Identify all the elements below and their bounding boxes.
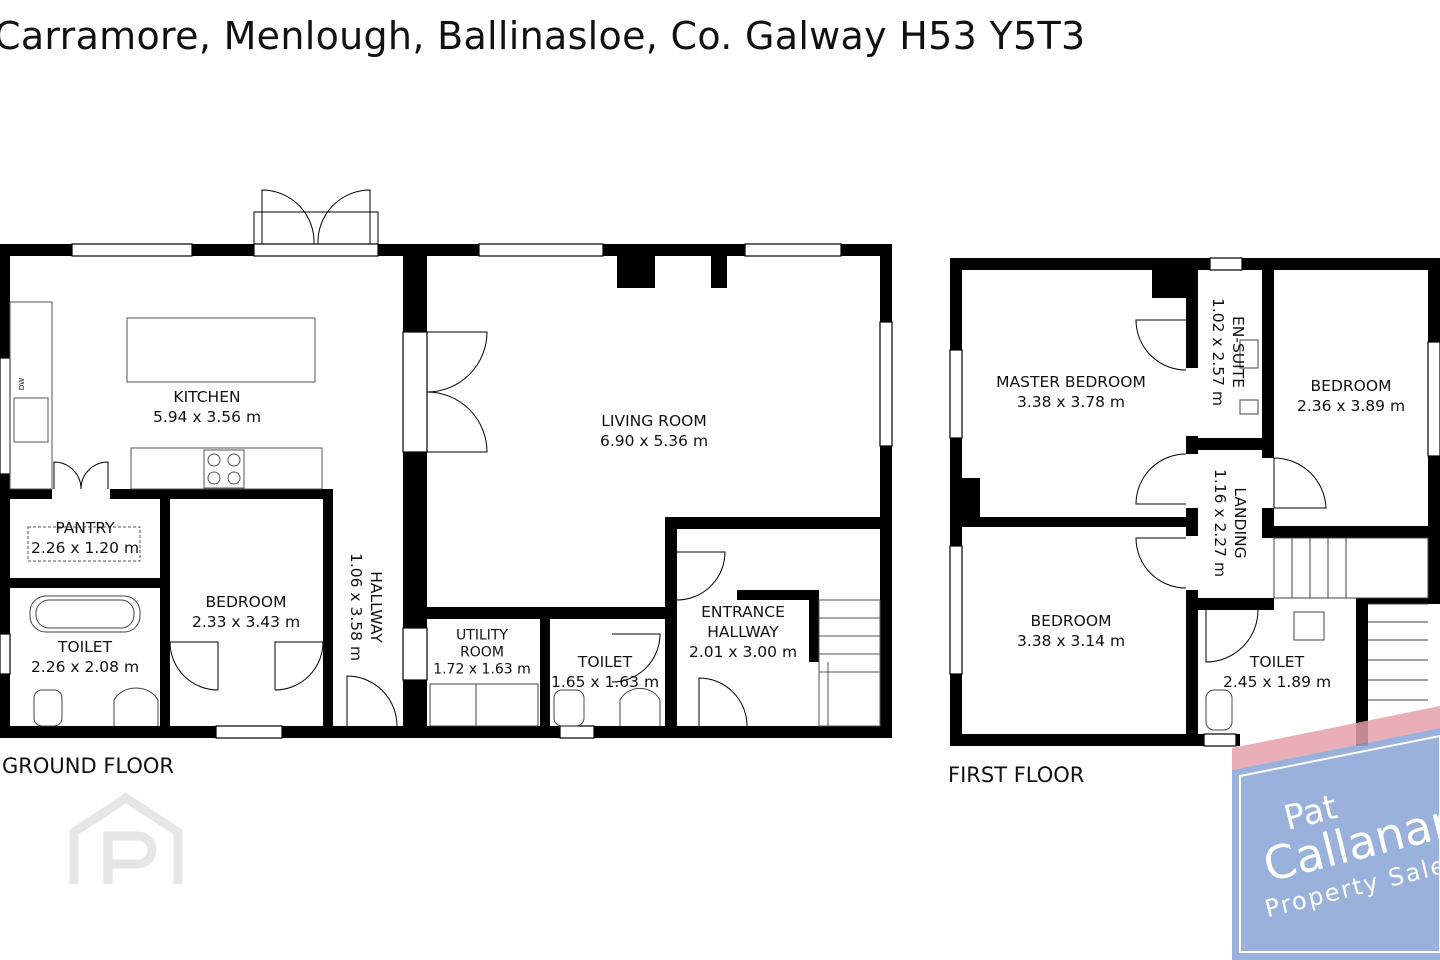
room-name: BEDROOM [1030,612,1112,630]
room-name: UTILITY [456,627,508,644]
room-size: 1.72 x 1.63 m [433,661,531,678]
room-name: BEDROOM [205,593,287,611]
room-size: 6.90 x 5.36 m [599,432,709,450]
kitchen-fixtures [9,301,323,562]
room-size: 2.26 x 1.20 m [30,539,140,557]
room-utility: UTILITY ROOM 1.72 x 1.63 m [433,628,531,679]
room-living: LIVING ROOM 6.90 x 5.36 m [600,411,708,451]
room-hallway: HALLWAY 1.06 x 3.58 m [346,553,386,661]
agency-watermark [1232,706,1440,960]
room-size: 2.33 x 3.43 m [191,613,301,631]
room-name: PANTRY [55,519,115,537]
room-size: 2.36 x 3.89 m [1296,397,1406,415]
ground-floor-walls [0,244,892,738]
room-kitchen: KITCHEN 5.94 x 3.56 m [153,387,261,427]
room-name: BEDROOM [1310,377,1392,395]
patio-doors [253,189,379,245]
dishwasher-label: DW [18,377,27,391]
room-name: TOILET [1249,653,1305,671]
room-size: 5.94 x 3.56 m [152,408,262,426]
room-toilet-first: TOILET 2.45 x 1.89 m [1223,652,1331,692]
ground-door-swings [53,331,748,727]
room-landing: LANDING 1.16 x 2.27 m [1210,469,1250,577]
room-toilet-ground-2: TOILET 1.65 x 1.63 m [551,652,659,692]
property-address-title: Carramore, Menlough, Ballinasloe, Co. Ga… [0,14,1086,58]
room-name-2: HALLWAY [707,623,779,641]
room-entrance-hallway: ENTRANCE HALLWAY 2.01 x 3.00 m [689,602,797,662]
room-bedroom-ground: BEDROOM 2.33 x 3.43 m [192,592,300,632]
room-size: 1.02 x 2.57 m [1209,297,1227,407]
bathroom-fixtures-ground [29,595,661,727]
room-size: 1.16 x 2.27 m [1211,468,1229,578]
room-name: TOILET [577,653,633,671]
first-floor-walls [950,258,1440,746]
room-bedroom-first-2: BEDROOM 3.38 x 3.14 m [1017,611,1125,651]
ground-floor-label: GROUND FLOOR [2,754,174,778]
room-size: 2.45 x 1.89 m [1222,673,1332,691]
room-name: LIVING ROOM [601,412,707,430]
room-size: 3.38 x 3.14 m [1016,632,1126,650]
ground-floor-openings [0,243,893,739]
room-size: 1.06 x 3.58 m [347,552,365,662]
room-name: ENTRANCE [701,603,785,621]
room-size: 2.26 x 2.08 m [30,658,140,676]
first-floor-openings [949,257,1440,747]
room-ensuite: EN-SUITE 1.02 x 2.57 m [1208,298,1248,406]
room-name: KITCHEN [173,388,241,406]
room-name: EN-SUITE [1229,315,1247,388]
first-door-swings [1135,319,1327,663]
room-bedroom-first-1: BEDROOM 2.36 x 3.89 m [1297,376,1405,416]
first-fixtures [1205,339,1429,731]
room-size: 1.65 x 1.63 m [550,673,660,691]
room-name-2: ROOM [460,644,504,661]
first-floor-label: FIRST FLOOR [948,763,1085,787]
room-pantry: PANTRY 2.26 x 1.20 m [31,518,139,558]
portal-logo [69,792,183,884]
room-toilet-ground-1: TOILET 2.26 x 2.08 m [31,637,139,677]
room-size: 2.01 x 3.00 m [688,643,798,661]
ground-stairs [818,599,881,727]
room-name: TOILET [57,638,113,656]
room-name: HALLWAY [367,571,385,643]
room-name: LANDING [1231,487,1249,559]
room-master-bedroom: MASTER BEDROOM 3.38 x 3.78 m [996,372,1146,412]
room-size: 3.38 x 3.78 m [1016,393,1126,411]
room-name: MASTER BEDROOM [996,373,1146,391]
